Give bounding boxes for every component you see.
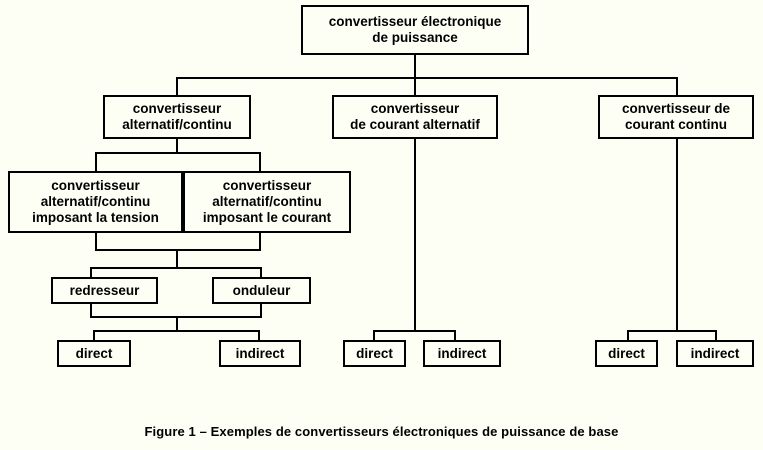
connector-leaves-right-bus xyxy=(627,330,717,332)
figure-caption: Figure 1 – Exemples de convertisseurs él… xyxy=(144,424,619,439)
node-root-label: convertisseur électronique de puissance xyxy=(328,14,502,45)
connector-leaves-right-drop-indirect xyxy=(715,330,717,340)
connector-leaves-middle-bus xyxy=(373,330,456,332)
node-leaf-middle-direct: direct xyxy=(343,340,406,367)
connector-level4-merge-stem xyxy=(176,316,178,331)
connector-level1-bus xyxy=(176,77,678,79)
node-converter-ac-label: convertisseur de courant alternatif xyxy=(350,101,480,132)
connector-middle-long-stem xyxy=(414,139,416,331)
connector-leaves-middle-drop-indirect xyxy=(454,330,456,340)
node-leaf-left-direct: direct xyxy=(57,340,131,367)
node-inverter-label: onduleur xyxy=(232,282,291,298)
node-leaf-middle-indirect: indirect xyxy=(423,340,501,367)
connector-root-stem xyxy=(414,55,416,78)
node-converter-dc-label: convertisseur de courant continu xyxy=(621,101,731,132)
node-ac-dc-voltage-source-label: convertisseur alternatif/continu imposan… xyxy=(32,178,159,225)
node-leaf-left-indirect: indirect xyxy=(219,340,301,367)
node-root: convertisseur électronique de puissance xyxy=(301,5,529,55)
connector-level4-up-right xyxy=(260,304,262,317)
connector-leaves-right-drop-direct xyxy=(627,330,629,340)
node-leaf-right-direct-label: direct xyxy=(608,345,645,361)
node-converter-ac-dc: convertisseur alternatif/continu xyxy=(103,95,251,139)
connector-level3-merge-bus xyxy=(95,249,261,251)
node-rectifier: redresseur xyxy=(51,277,158,304)
connector-level3-drop-right xyxy=(259,152,261,171)
node-ac-dc-voltage-source: convertisseur alternatif/continu imposan… xyxy=(8,171,183,233)
connector-ac-dc-stem xyxy=(176,139,178,153)
connector-leaves-left-drop-direct xyxy=(93,330,95,340)
node-leaf-right-direct: direct xyxy=(595,340,658,367)
connector-level1-drop-middle xyxy=(414,77,416,95)
node-ac-dc-current-source-label: convertisseur alternatif/continu imposan… xyxy=(202,178,332,225)
connector-level3-up-left xyxy=(95,233,97,250)
connector-level4-drop-right xyxy=(260,267,262,277)
node-leaf-left-indirect-label: indirect xyxy=(235,345,285,361)
node-leaf-middle-indirect-label: indirect xyxy=(437,345,487,361)
node-leaf-right-indirect: indirect xyxy=(676,340,754,367)
connector-level4-drop-left xyxy=(90,267,92,277)
connector-level4-up-left xyxy=(90,304,92,317)
connector-right-long-stem xyxy=(676,139,678,331)
node-rectifier-label: redresseur xyxy=(69,282,140,298)
connector-level3-drop-left xyxy=(95,152,97,171)
node-converter-ac-dc-label: convertisseur alternatif/continu xyxy=(122,101,232,132)
node-leaf-left-direct-label: direct xyxy=(75,345,113,361)
connector-level3-up-right xyxy=(259,233,261,250)
node-leaf-right-indirect-label: indirect xyxy=(690,345,740,361)
node-converter-ac: convertisseur de courant alternatif xyxy=(332,95,498,139)
connector-leaves-middle-drop-direct xyxy=(373,330,375,340)
connector-leaves-left-bus xyxy=(93,330,260,332)
connector-level4-bus xyxy=(90,267,262,269)
node-inverter: onduleur xyxy=(212,277,311,304)
node-leaf-middle-direct-label: direct xyxy=(356,345,393,361)
node-converter-dc: convertisseur de courant continu xyxy=(598,95,754,139)
connector-level1-drop-right xyxy=(676,77,678,95)
connector-level1-drop-left xyxy=(176,77,178,95)
node-ac-dc-current-source: convertisseur alternatif/continu imposan… xyxy=(183,171,351,233)
connector-level3-merge-stem xyxy=(176,249,178,268)
connector-leaves-left-drop-indirect xyxy=(258,330,260,340)
connector-level3-bus xyxy=(95,152,261,154)
